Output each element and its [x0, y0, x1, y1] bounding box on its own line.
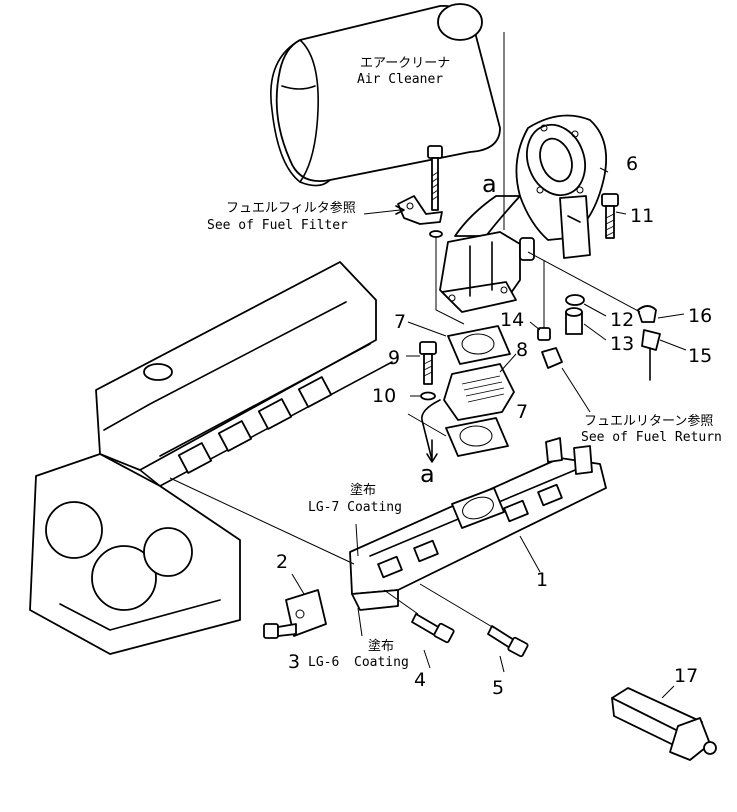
label-coating-top-en: LG-7 Coating — [308, 500, 402, 515]
part-number-1: 1 — [536, 569, 548, 591]
elbow-pipe — [454, 114, 607, 259]
part-number-11: 11 — [630, 205, 654, 227]
leader-lines — [291, 167, 687, 699]
label-fuel-filter-en: See of Fuel Filter — [207, 218, 348, 233]
bolt-11 — [601, 193, 619, 239]
intake-connector — [439, 231, 535, 313]
label-fuel-return-en: See of Fuel Return — [581, 430, 722, 445]
label-fuel-return-jp: フュエルリターン参照 — [584, 413, 713, 429]
part-number-5: 5 — [492, 677, 504, 699]
exhaust-ports — [177, 376, 333, 474]
guide-line-16 — [527, 251, 641, 313]
sensor-15 — [641, 329, 661, 381]
part-number-2: 2 — [276, 551, 288, 573]
fuel-return-fitting — [541, 347, 563, 369]
gasket-7-upper — [447, 325, 511, 365]
washer-12 — [565, 294, 585, 306]
gasket-7-lower — [445, 417, 509, 457]
guide-line-engine — [169, 477, 355, 565]
part-number-9: 9 — [388, 347, 400, 369]
bolt-4 — [411, 613, 455, 644]
washer-10 — [420, 391, 436, 401]
label-air-cleaner-jp: エアークリーナ — [360, 56, 450, 71]
part-number-10: 10 — [372, 385, 396, 407]
fuel-filter-clamp — [397, 195, 443, 238]
elbow-16 — [637, 305, 657, 323]
vertical-bolt — [427, 145, 443, 211]
tool-17 — [611, 687, 717, 761]
part-number-15: 15 — [688, 345, 712, 367]
sleeve-13 — [565, 307, 583, 335]
label-coating-jp-top: 塗布 — [350, 482, 376, 498]
label-coating-jp-bottom: 塗布 — [368, 638, 394, 654]
letter-a-top: a — [482, 170, 497, 198]
letter-a-bottom: a — [420, 460, 435, 488]
part-number-17: 17 — [674, 665, 698, 687]
bolt-3 — [263, 623, 297, 639]
label-fuel-filter-jp: フュエルフィルタ参照 — [226, 200, 356, 216]
label-air-cleaner-en: Air Cleaner — [357, 72, 443, 87]
part-number-13: 13 — [610, 333, 634, 355]
guide-line-connector — [435, 232, 465, 325]
label-coating-bottom-en: Coating — [354, 655, 409, 670]
part-number-7-lower: 7 — [516, 401, 528, 423]
air-cleaner — [270, 3, 501, 187]
engine-block — [29, 261, 393, 655]
bolt-9 — [419, 341, 437, 385]
heater-8 — [421, 363, 515, 461]
intake-manifold-1 — [349, 437, 607, 611]
part-number-8: 8 — [516, 339, 528, 361]
part-number-4: 4 — [414, 669, 426, 691]
part-number-6: 6 — [626, 153, 638, 175]
bolt-5 — [487, 625, 529, 658]
guide-lines-bolts — [383, 583, 495, 629]
label-lg6: LG-6 — [308, 655, 339, 670]
part-number-12: 12 — [610, 309, 634, 331]
part-number-16: 16 — [688, 305, 712, 327]
part-number-14: 14 — [500, 309, 524, 331]
part-number-3: 3 — [288, 651, 300, 673]
part-number-7-upper: 7 — [394, 311, 406, 333]
